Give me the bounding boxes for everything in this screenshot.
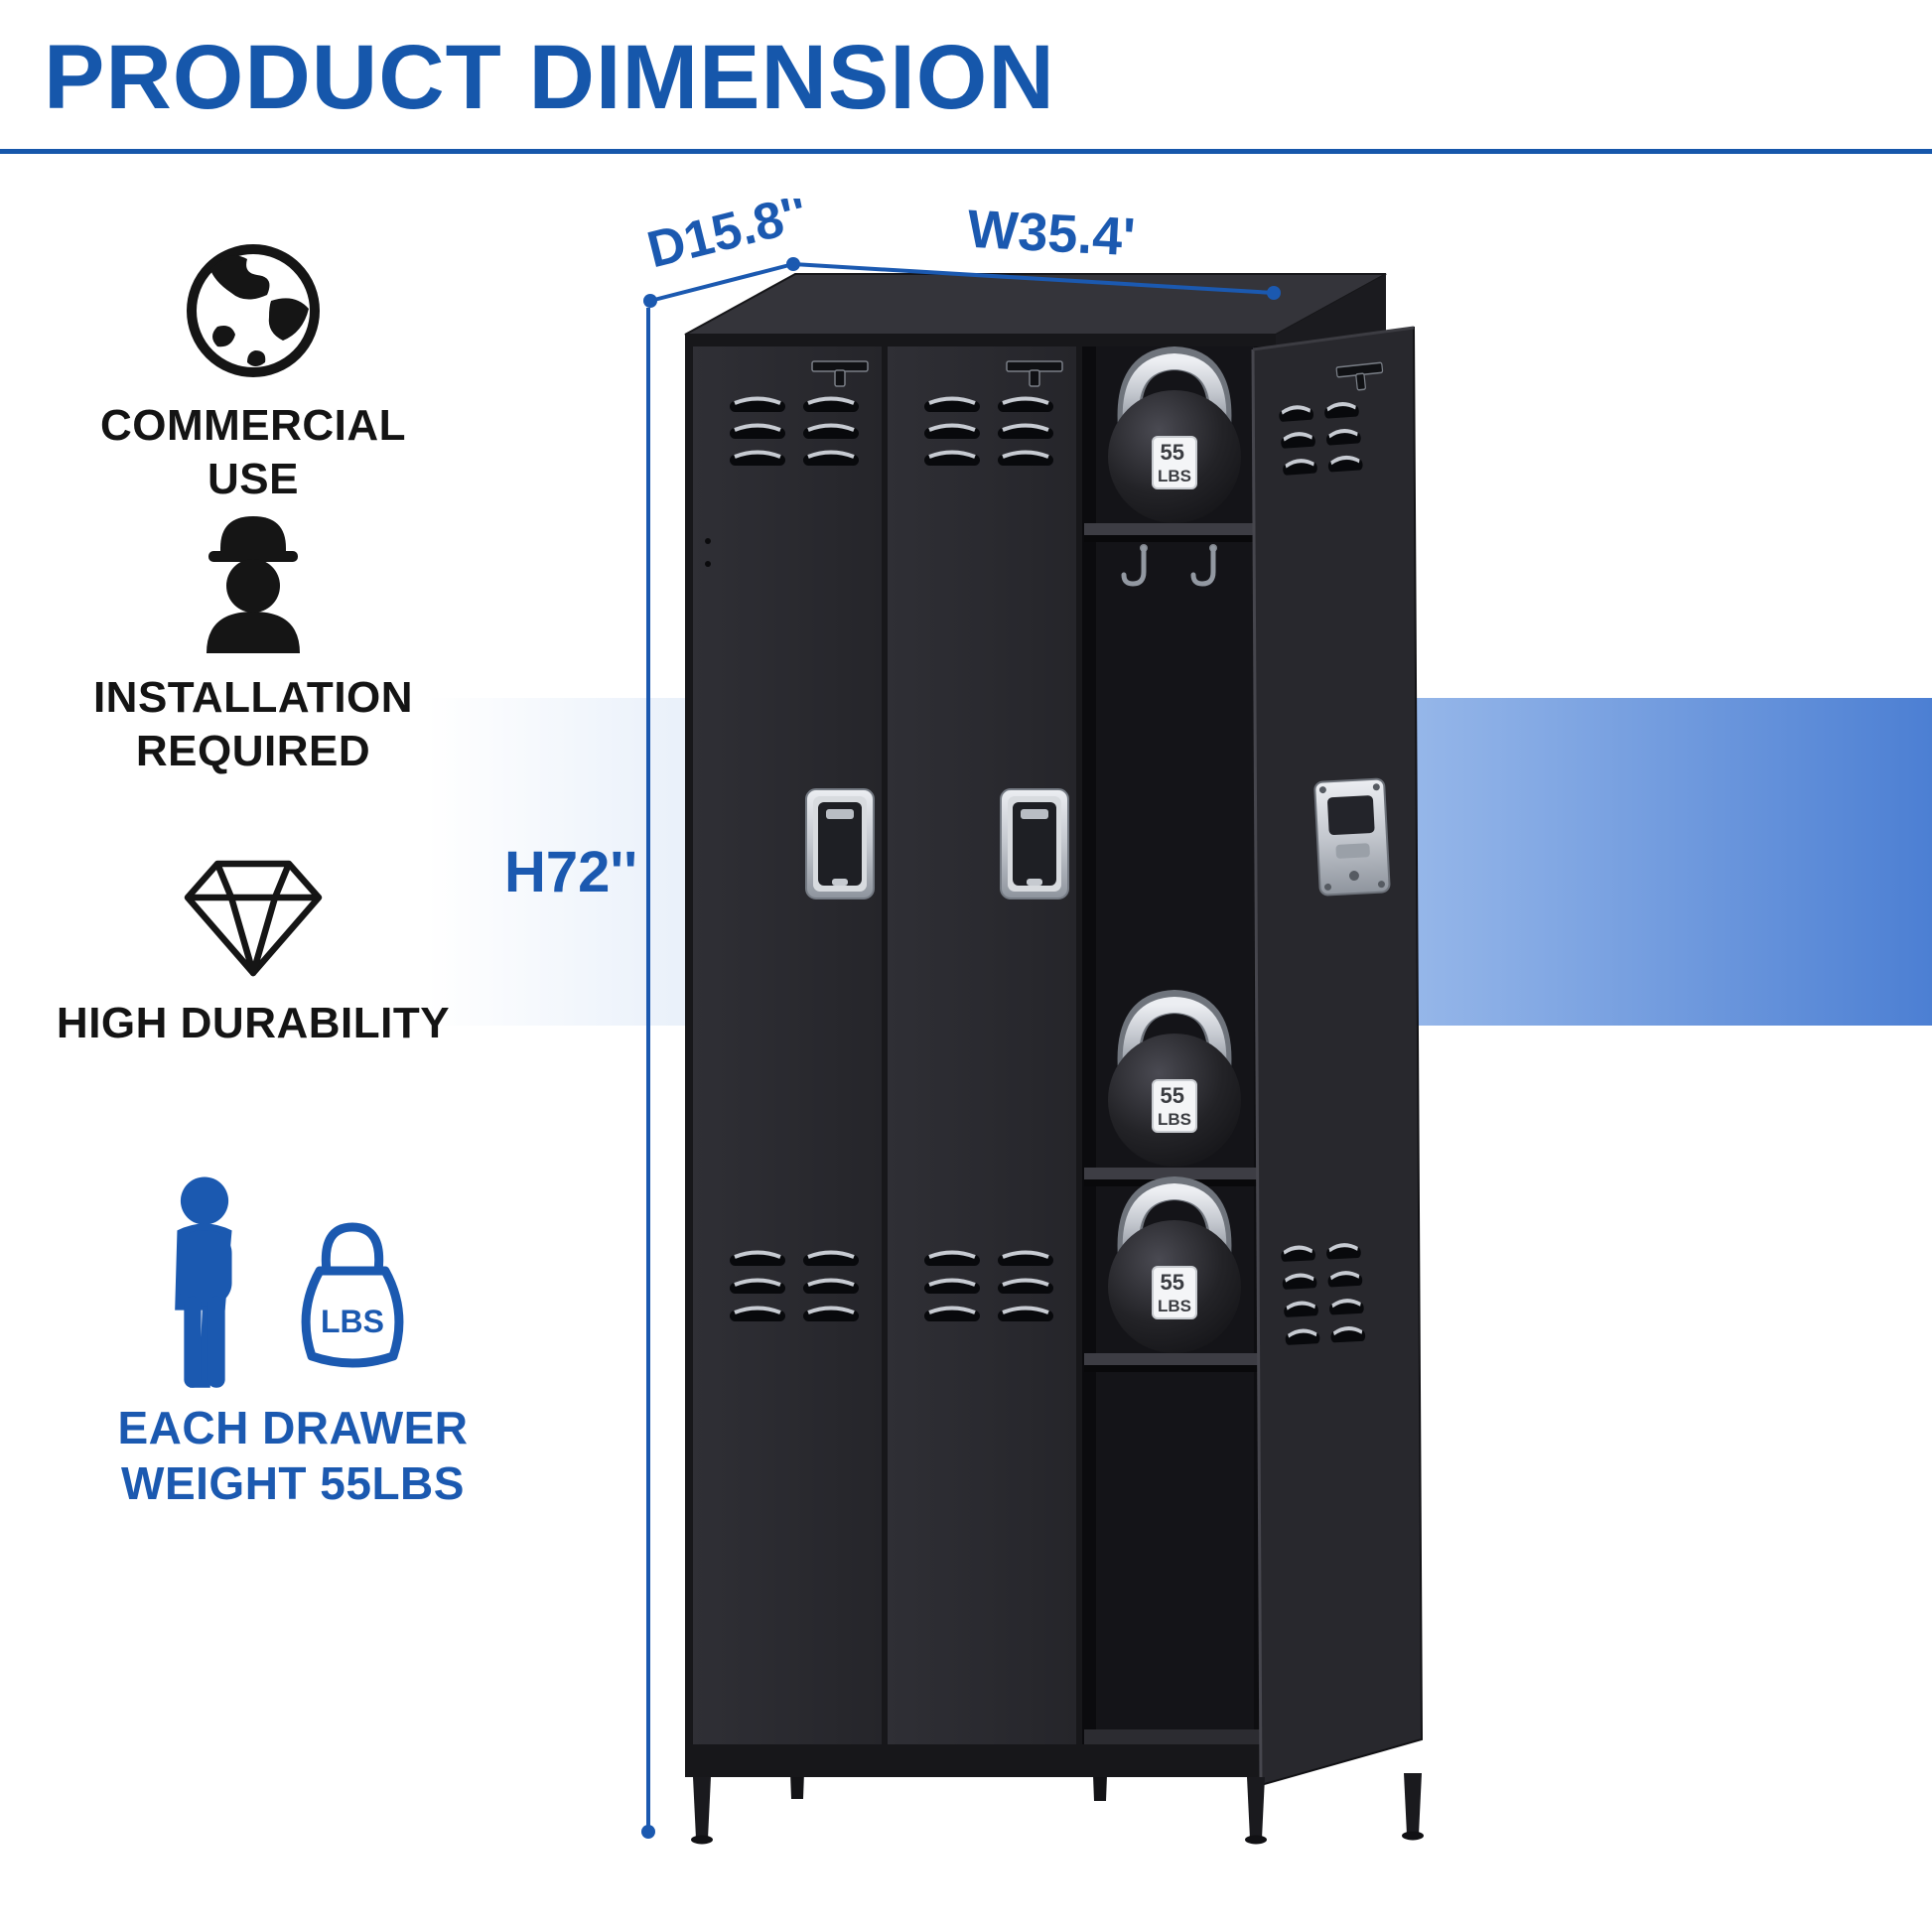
construction-worker-icon bbox=[207, 516, 300, 653]
shelf-middle bbox=[1084, 1168, 1266, 1179]
frame-holes bbox=[705, 538, 711, 567]
feature-label-line: HIGH DURABILITY bbox=[56, 999, 451, 1047]
feature-label-line: INSTALLATION bbox=[92, 673, 414, 722]
page-title: PRODUCT DIMENSION bbox=[44, 27, 1055, 128]
weight-icon-label: LBS bbox=[321, 1304, 384, 1339]
door1-handle bbox=[805, 788, 875, 899]
title-underline bbox=[0, 149, 1932, 154]
locker-door-2 bbox=[888, 346, 1076, 1744]
feature-label-line: USE bbox=[207, 454, 299, 503]
locker-open-door bbox=[1251, 326, 1424, 1787]
width-label: W35.4' bbox=[966, 200, 1137, 268]
height-dimension: H72'' bbox=[504, 308, 655, 1839]
feature-label: COMMERCIAL USE bbox=[100, 399, 406, 505]
door2-handle bbox=[1000, 788, 1069, 899]
locker-open-compartment bbox=[1082, 346, 1268, 1744]
width-dimension: W35.4' bbox=[792, 200, 1281, 300]
locker-dimension-illustration: 55 LBS bbox=[504, 199, 1424, 1845]
locker bbox=[684, 273, 1424, 1845]
person-icon bbox=[175, 1176, 232, 1388]
shelf-top bbox=[1084, 523, 1266, 535]
feature-label-line: EACH DRAWER bbox=[117, 1402, 469, 1453]
door-latch-mechanism bbox=[1313, 777, 1391, 897]
feature-label-line: REQUIRED bbox=[135, 726, 371, 775]
feature-label: INSTALLATION REQUIRED bbox=[93, 671, 413, 777]
feature-label: EACH DRAWER WEIGHT 55LBS bbox=[117, 1400, 468, 1511]
feature-commercial-use: COMMERCIAL USE bbox=[30, 236, 477, 505]
height-label: H72'' bbox=[504, 840, 637, 904]
feature-installation-required: INSTALLATION REQUIRED bbox=[30, 508, 477, 777]
shelf-bottom bbox=[1084, 1353, 1266, 1365]
locker-top-face bbox=[684, 273, 1387, 336]
feature-high-durability: HIGH DURABILITY bbox=[30, 852, 477, 1050]
feature-label-line: COMMERCIAL bbox=[99, 401, 407, 450]
feature-label-line: WEIGHT 55LBS bbox=[121, 1457, 465, 1510]
locker-door-1 bbox=[693, 346, 882, 1744]
feature-label: HIGH DURABILITY bbox=[57, 997, 450, 1050]
globe-icon bbox=[187, 244, 320, 377]
diamond-icon bbox=[184, 860, 323, 977]
weight-icon: LBS bbox=[301, 1222, 404, 1368]
feature-drawer-weight: LBS EACH DRAWER WEIGHT 55LBS bbox=[40, 1173, 546, 1511]
weight-icon-row: LBS bbox=[159, 1173, 427, 1390]
